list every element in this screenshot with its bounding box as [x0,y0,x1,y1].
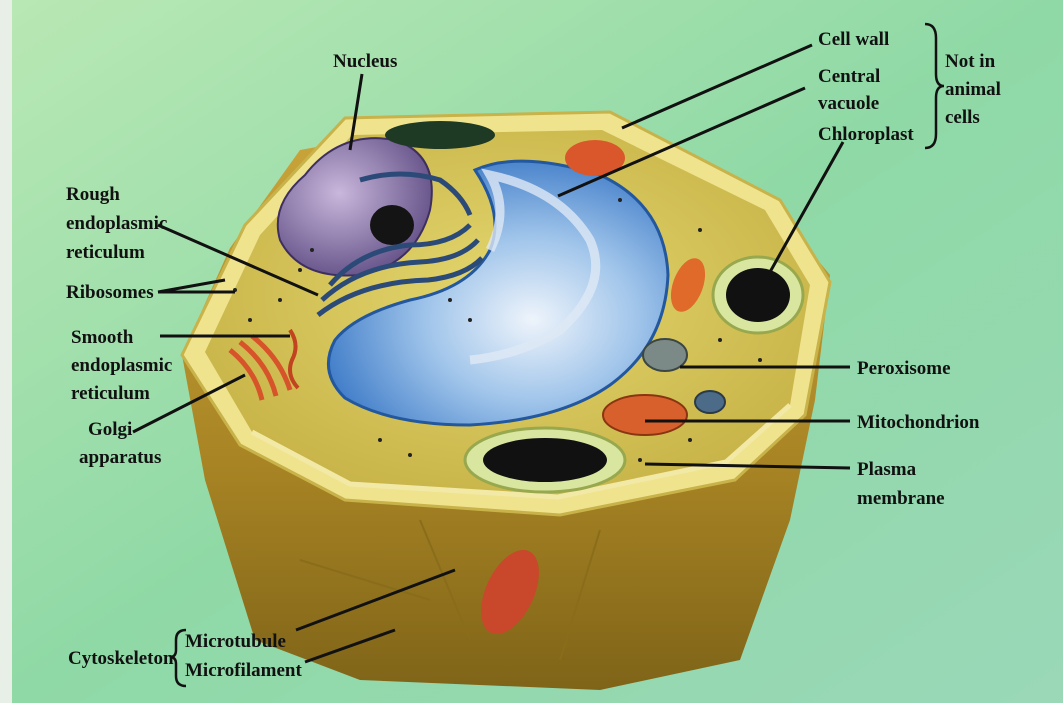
label-chloroplast: Chloroplast [818,124,914,145]
label-not-in-animal-2: animal [945,79,1001,100]
peroxisome-2 [695,391,725,413]
label-microfilament: Microfilament [185,660,302,681]
chloroplast-bottom [465,428,625,492]
mitochondrion-main [603,395,687,435]
label-mitochondrion: Mitochondrion [857,412,980,433]
label-smooth-er-3: reticulum [71,383,150,404]
label-cytoskeleton: Cytoskeleton [68,648,174,669]
page-edge [0,0,12,703]
label-not-in-animal-1: Not in [945,51,996,72]
label-rough-er-2: endoplasmic [66,213,167,234]
label-plasma-membrane-2: membrane [857,488,945,509]
label-cell-wall: Cell wall [818,29,889,50]
label-not-in-animal-3: cells [945,107,980,128]
chloroplast-right [713,257,803,333]
label-golgi-2: apparatus [79,447,161,468]
label-smooth-er-1: Smooth [71,327,134,348]
label-ribosomes: Ribosomes [66,282,154,303]
label-rough-er-1: Rough [66,184,120,205]
label-peroxisome: Peroxisome [857,358,951,379]
nucleolus [370,205,414,245]
chloroplast-top [385,121,495,149]
label-nucleus: Nucleus [333,51,397,72]
label-central-vacuole-2: vacuole [818,93,879,114]
label-golgi-1: Golgi [88,419,132,440]
label-microtubule: Microtubule [185,631,286,652]
label-plasma-membrane-1: Plasma [857,459,917,480]
label-smooth-er-2: endoplasmic [71,355,172,376]
label-rough-er-3: reticulum [66,242,145,263]
label-central-vacuole-1: Central [818,66,880,87]
